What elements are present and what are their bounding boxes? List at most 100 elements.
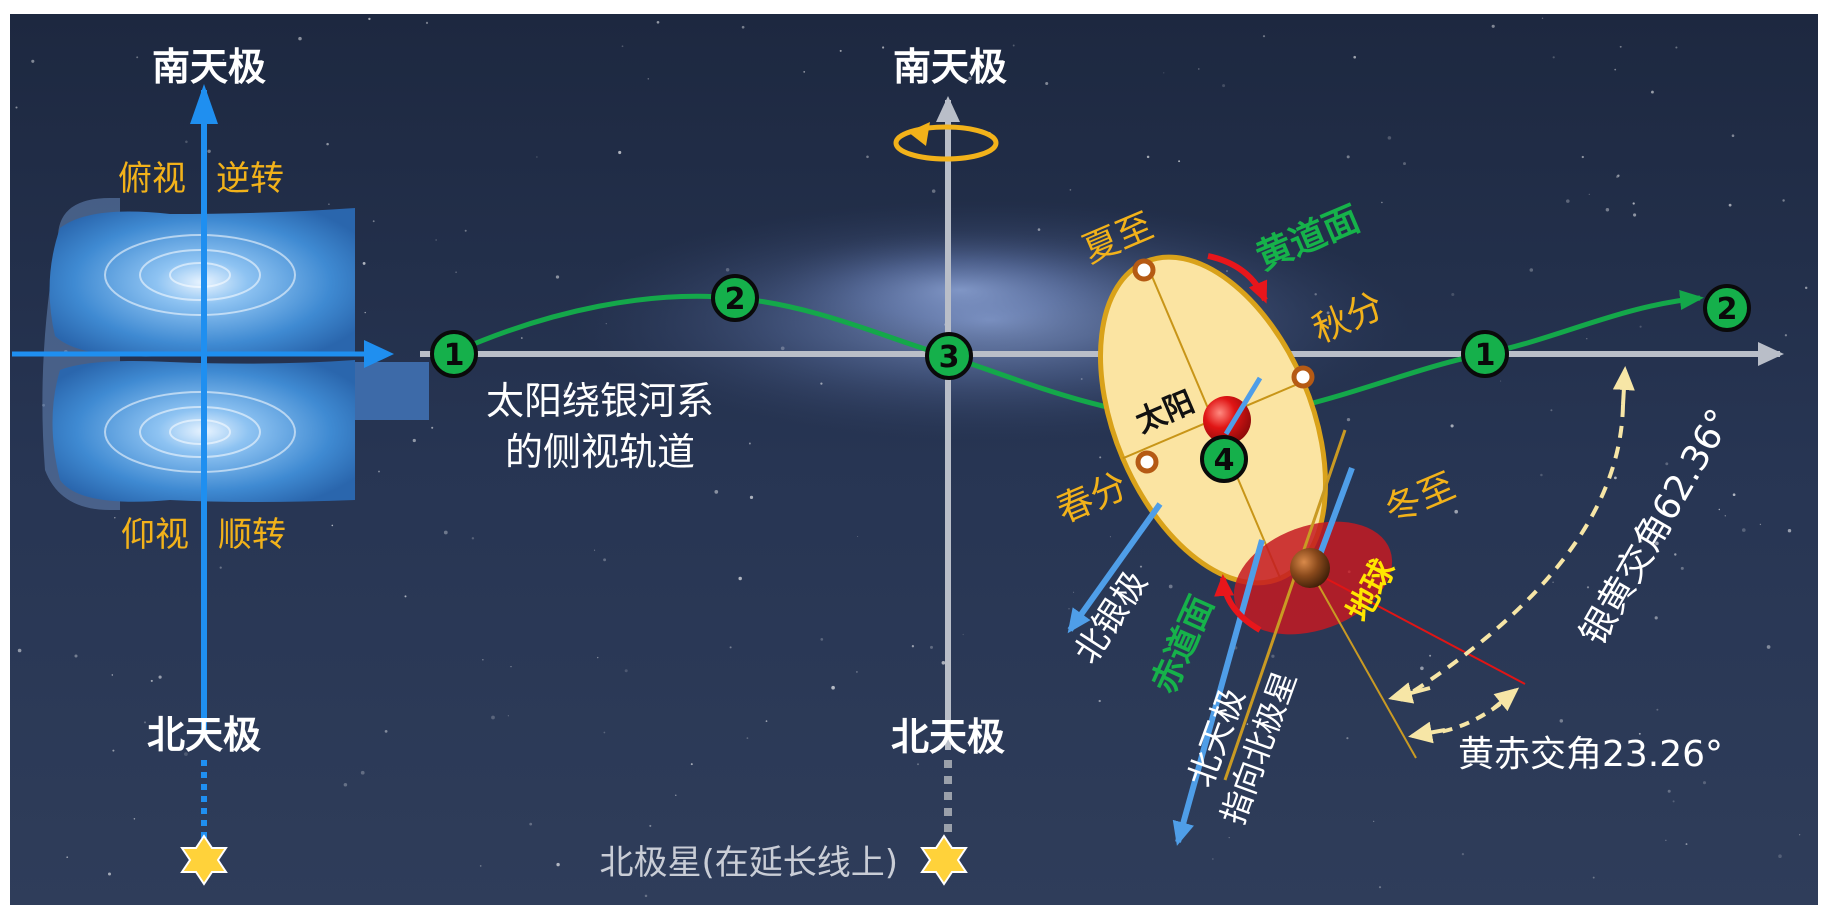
background-star [1650,90,1654,94]
background-star [1667,789,1671,793]
background-star [491,715,495,720]
background-star [1799,834,1801,836]
background-star [1451,292,1455,297]
background-star [1226,270,1228,272]
background-star [831,685,835,690]
background-star [112,749,115,752]
background-star [1314,293,1317,296]
background-star [729,646,732,649]
background-star [1326,311,1330,315]
background-star [1500,380,1502,382]
background-star [343,783,348,787]
background-star [1378,886,1382,889]
background-star [1586,586,1590,589]
orbit-caption-line1: 太阳绕银河系 [486,379,714,423]
background-star [331,524,334,527]
background-star [455,271,457,274]
milky-way-core [760,230,1160,350]
background-star [1581,155,1584,159]
background-star [1605,208,1610,212]
background-star [1098,699,1101,703]
background-star [1450,424,1454,428]
background-star [1403,162,1406,166]
marker-2-right-text: 2 [1717,292,1738,327]
background-star [714,490,719,494]
background-star [133,818,136,820]
background-star [136,56,139,59]
left-horizontal-arrowhead [364,340,394,368]
background-star [649,824,652,827]
equator-reference-line [1309,569,1526,685]
background-star [1586,338,1588,340]
background-star [1702,781,1707,785]
background-star [1012,44,1015,47]
background-star [507,715,509,717]
bottom-view-label: 仰视 [121,515,189,555]
background-star [605,384,607,387]
background-star [219,566,222,569]
top-view-label: 俯视 [118,159,186,199]
galactic-ecliptic-angle-arrow-bottom [1388,682,1431,704]
background-star [431,426,434,429]
background-star [1212,858,1214,860]
background-star [746,737,749,739]
background-star [158,675,162,679]
sun-axis [1223,376,1263,436]
background-star [412,438,416,443]
obliquity-angle-arrow-top [1492,687,1520,712]
center-polaris-star-icon [920,834,968,886]
background-star [482,659,484,661]
background-star [1069,189,1072,191]
background-star [941,660,946,665]
background-star [839,49,842,52]
background-star [207,149,211,154]
background-star [1346,737,1349,740]
center-south-pole-label: 南天极 [893,45,1007,89]
background-star [384,730,388,733]
obliquity-angle-label: 黄赤交角23.26° [1458,734,1723,775]
background-star [1550,409,1553,412]
background-star [855,670,858,673]
background-star [738,576,742,581]
background-star [605,322,607,325]
background-star [1638,732,1641,735]
rotation-ring-icon [893,124,999,162]
background-star [1387,136,1392,140]
background-star [1559,719,1564,723]
ecliptic-reference-line [1309,569,1417,759]
background-star [621,45,624,48]
center-north-pole-label: 北天极 [891,715,1005,759]
background-star [1656,708,1659,711]
background-star [1728,203,1732,207]
earth-pole-stub [1315,466,1355,562]
background-star [1784,334,1788,337]
background-star [690,763,693,766]
background-star [1614,476,1617,480]
background-star [603,558,607,562]
background-star [443,530,448,535]
background-star [820,382,823,385]
reverse-rotation-label: 逆转 [216,159,284,199]
background-star [150,679,153,682]
background-star [66,856,69,859]
background-star [1178,160,1181,163]
background-star [510,666,512,668]
background-star [911,645,915,648]
orbit-caption-line2: 的侧视轨道 [505,430,695,474]
marker-1-right-text: 1 [1475,338,1496,373]
polaris-note: 北极星(在延长线上) [599,843,898,883]
marker-4: 4 [1200,435,1248,483]
background-star [1103,502,1105,504]
background-star [1614,68,1617,71]
left-north-pole-label: 北天极 [147,713,261,757]
marker-1-left: 1 [430,330,478,378]
background-star [1080,378,1083,380]
background-star [930,645,933,649]
background-star [1068,608,1070,610]
background-star [594,549,596,551]
background-star [1139,565,1143,568]
background-star [556,862,560,867]
background-star [1228,837,1230,839]
background-star [15,106,18,109]
background-star [17,648,22,653]
